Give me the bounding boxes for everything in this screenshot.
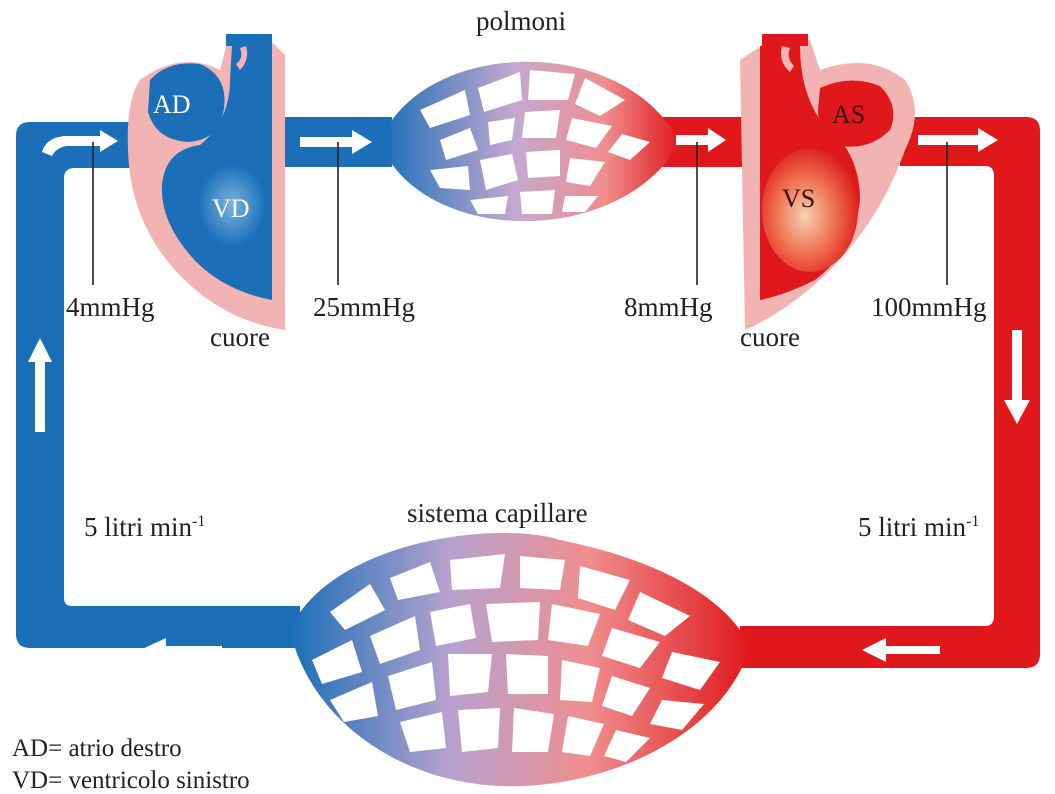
left-heart-label: cuore bbox=[740, 324, 800, 351]
as-chamber-label: AS bbox=[832, 102, 865, 128]
systemic-capillary-bed bbox=[290, 533, 750, 786]
pressure-aorta: 100mmHg bbox=[871, 294, 987, 321]
vs-chamber-label: VS bbox=[782, 186, 815, 212]
right-heart-label: cuore bbox=[210, 324, 270, 351]
lungs-label: polmoni bbox=[476, 8, 566, 35]
flow-rate-left-exponent: -1 bbox=[192, 513, 205, 530]
vd-chamber-label: VD bbox=[212, 196, 250, 222]
lung-capillary-bed bbox=[380, 62, 680, 221]
pressure-right-atrium: 4mmHg bbox=[66, 294, 155, 321]
flow-rate-right: 5 litri min-1 bbox=[858, 514, 979, 541]
left-heart bbox=[740, 34, 915, 330]
legend-vd: VD= ventricolo sinistro bbox=[12, 768, 250, 793]
flow-rate-right-exponent: -1 bbox=[966, 513, 979, 530]
flow-rate-left-text: 5 litri min bbox=[84, 512, 192, 542]
capillary-system-label: sistema capillare bbox=[407, 500, 588, 527]
pressure-pulmonary-artery: 25mmHg bbox=[313, 294, 415, 321]
ad-chamber-label: AD bbox=[153, 92, 191, 118]
right-heart bbox=[128, 34, 285, 330]
flow-rate-left: 5 litri min-1 bbox=[84, 514, 205, 541]
pressure-pulmonary-vein: 8mmHg bbox=[624, 294, 713, 321]
flow-rate-right-text: 5 litri min bbox=[858, 512, 966, 542]
legend-ad: AD= atrio destro bbox=[12, 736, 182, 761]
